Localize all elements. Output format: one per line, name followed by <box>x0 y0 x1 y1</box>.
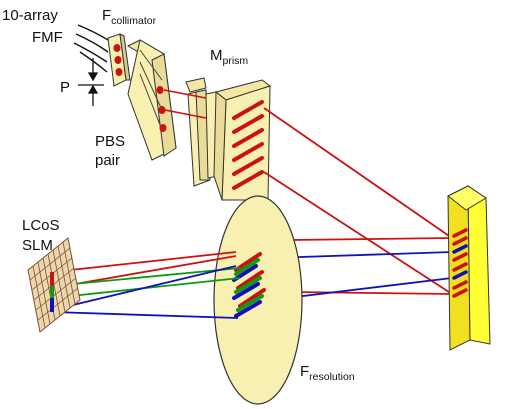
mirror-block <box>447 185 491 351</box>
labels: 10-array FMF Fcollimator P PBS pair Mpri… <box>2 7 355 383</box>
lens-to-slm-beams <box>51 251 241 319</box>
label-mprism: Mprism <box>210 47 248 67</box>
label-pair: pair <box>95 152 120 169</box>
p-arrows <box>78 58 104 106</box>
pbs-pair <box>126 39 177 161</box>
collimator-array <box>107 33 131 87</box>
label-pbs: PBS <box>95 133 125 150</box>
prism-to-mirror-beams <box>263 107 453 295</box>
label-fcollimator: Fcollimator <box>102 7 157 27</box>
input-beams <box>163 89 207 119</box>
label-slm: SLM <box>22 237 53 254</box>
label-p: P <box>60 79 70 96</box>
mirror-to-lens-beams <box>269 237 453 301</box>
label-lcos: LCoS <box>22 217 60 234</box>
input-fibers <box>73 24 109 73</box>
label-10-array: 10-array <box>2 7 58 24</box>
prism-mirror <box>185 77 272 201</box>
label-fmf: FMF <box>32 29 63 46</box>
resolution-lens <box>213 195 303 405</box>
lcos-slm <box>27 237 81 333</box>
label-fresolution: Fresolution <box>300 363 355 383</box>
